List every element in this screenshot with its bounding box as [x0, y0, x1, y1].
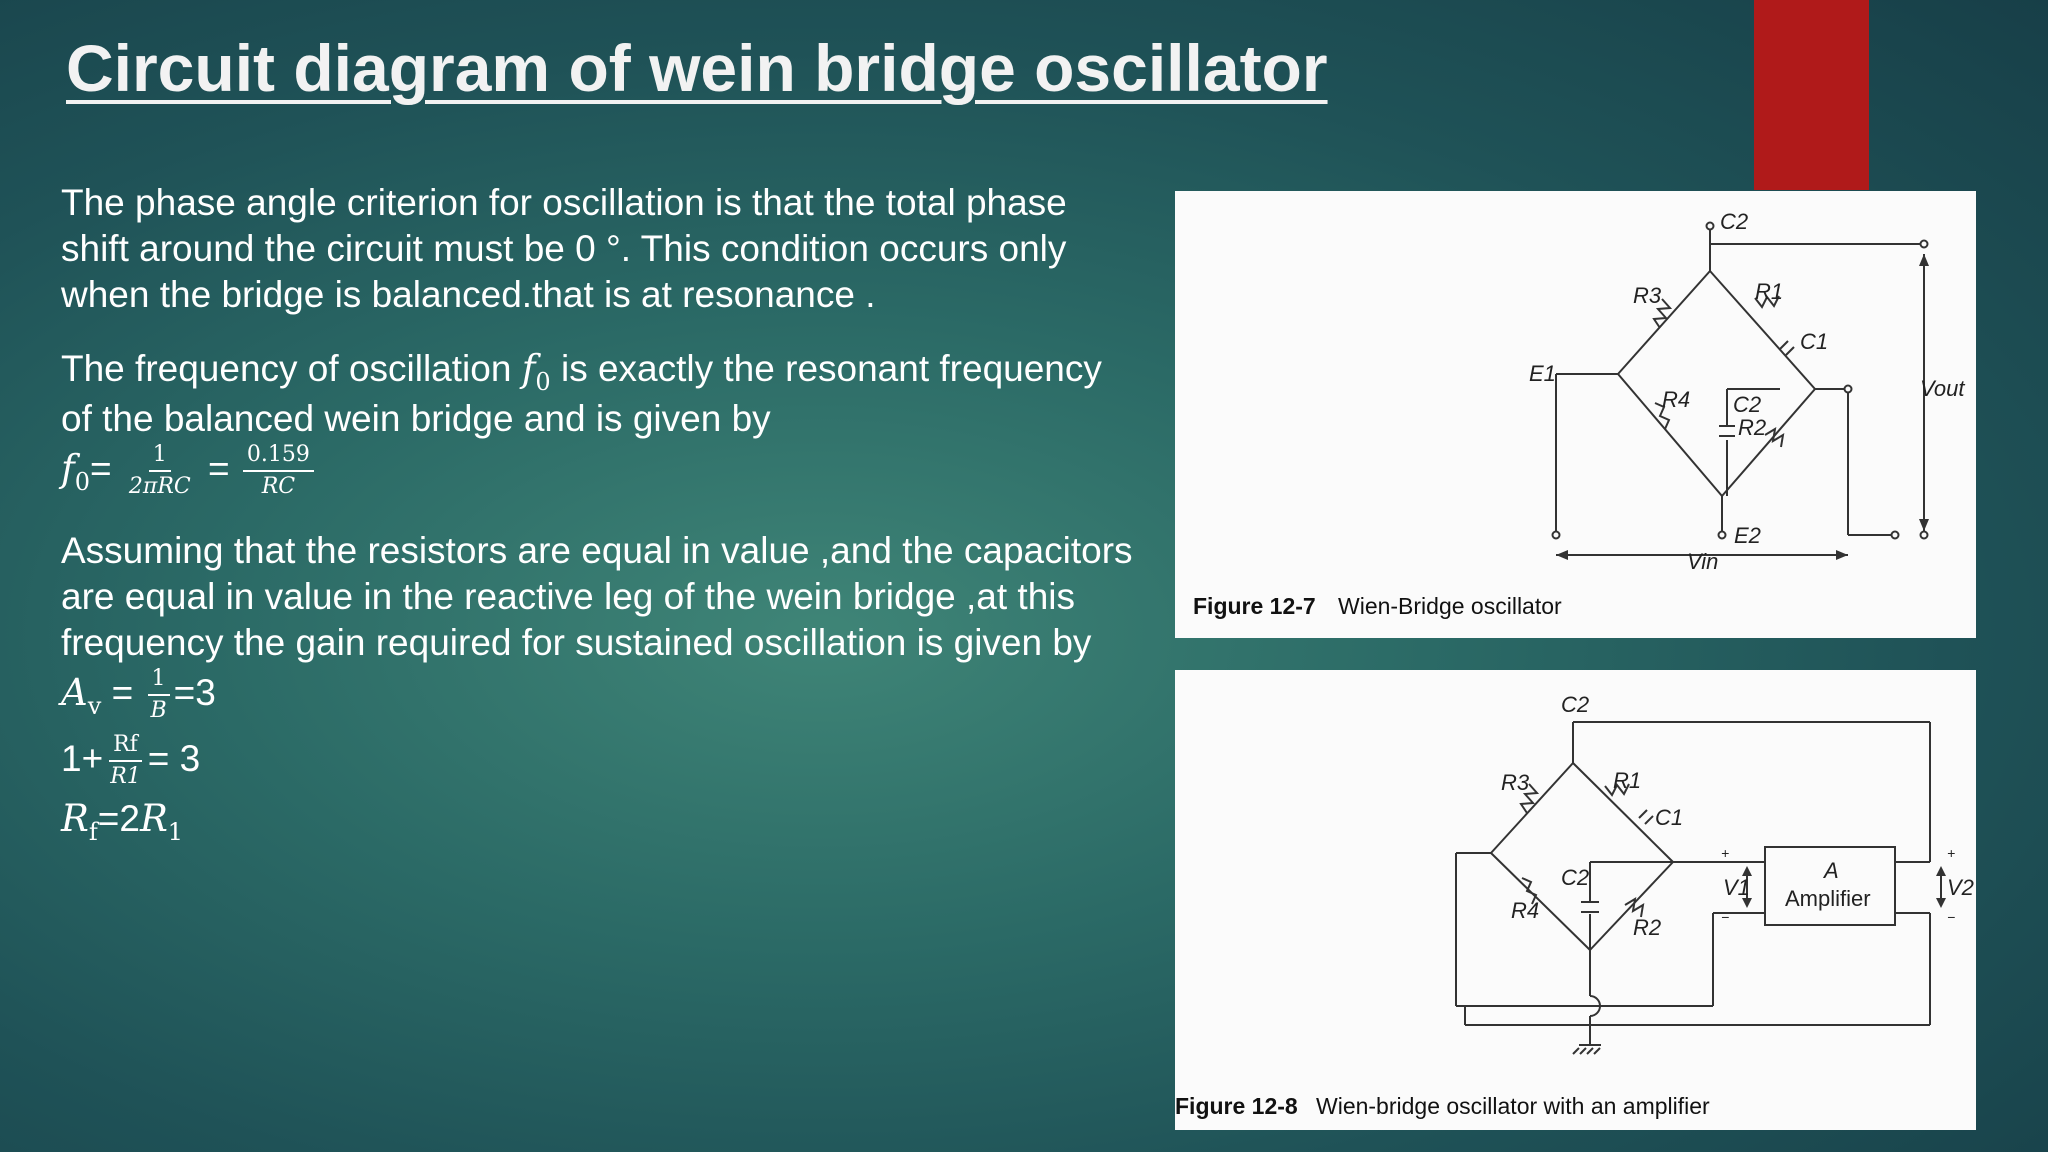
label-v2: V2 [1947, 875, 1974, 900]
figure1-caption-label: Figure 12-7 [1193, 593, 1316, 619]
label-r4: R4 [1511, 898, 1539, 923]
amplifier-label: Amplifier [1785, 886, 1871, 911]
label-r3: R3 [1633, 283, 1662, 308]
f0-symbol: f0 [521, 347, 551, 396]
label-v1-plus: + [1721, 845, 1729, 861]
label-r2: R2 [1633, 915, 1661, 940]
label-vin: Vin [1687, 549, 1718, 574]
paragraph-phase-criterion: The phase angle criterion for oscillatio… [61, 182, 1067, 315]
label-r2: R2 [1738, 415, 1766, 440]
label-c2-top: C2 [1561, 692, 1589, 717]
label-c2-top: C2 [1720, 209, 1748, 234]
slide-body: The phase angle criterion for oscillatio… [61, 180, 1141, 846]
label-v2-plus: + [1947, 845, 1955, 861]
figure-wien-bridge-oscillator: C2 R3 R1 C1 E1 R4 C2 R2 Vout E2 Vin Figu… [1175, 191, 1976, 638]
label-c1: C1 [1655, 805, 1683, 830]
figure1-caption-text: Wien-Bridge oscillator [1338, 593, 1562, 619]
label-r1: R1 [1613, 768, 1641, 793]
paragraph-frequency: The frequency of oscillation f0 is exact… [61, 346, 1141, 442]
label-vout: Vout [1920, 376, 1965, 401]
label-c2-mid: C2 [1733, 392, 1761, 417]
wien-bridge-amplifier-diagram: C2 R3 R1 C1 R4 C2 R2 V1 V2 + − + − A Amp… [1175, 692, 1974, 1119]
wien-bridge-diagram: C2 R3 R1 C1 E1 R4 C2 R2 Vout E2 Vin Figu… [1193, 209, 1965, 619]
label-v1: V1 [1723, 875, 1750, 900]
label-r1: R1 [1755, 279, 1783, 304]
label-v1-minus: − [1721, 909, 1729, 925]
label-c1: C1 [1800, 329, 1828, 354]
label-e2: E2 [1734, 523, 1761, 548]
label-r3: R3 [1501, 770, 1530, 795]
label-r4: R4 [1662, 387, 1690, 412]
equation-rf-2r1: Rf=2R1 [61, 797, 184, 846]
frequency-text-after: is exactly the resonant frequency of the… [61, 348, 1102, 439]
figure2-caption-label: Figure 12-8 [1175, 1093, 1298, 1119]
amplifier-a-label: A [1822, 858, 1839, 883]
figure-wien-bridge-with-amplifier: C2 R3 R1 C1 R4 C2 R2 V1 V2 + − + − A Amp… [1175, 670, 1976, 1130]
frequency-text-before: The frequency of oscillation [61, 348, 522, 389]
red-accent-bar [1754, 0, 1869, 190]
label-v2-minus: − [1947, 909, 1955, 925]
label-e1: E1 [1529, 361, 1556, 386]
figure2-caption-text: Wien-bridge oscillator with an amplifier [1316, 1093, 1710, 1119]
label-c2-mid: C2 [1561, 865, 1589, 890]
slide-title: Circuit diagram of wein bridge oscillato… [66, 31, 1328, 105]
paragraph-gain: Assuming that the resistors are equal in… [61, 530, 1133, 663]
